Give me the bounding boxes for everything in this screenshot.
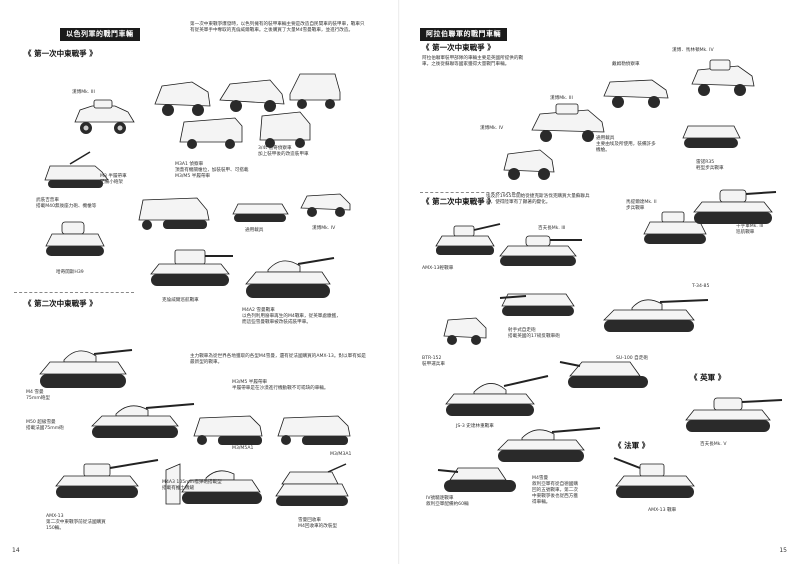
caption-daimler: 戴姆勒偵察車	[612, 62, 640, 67]
book-gutter	[398, 0, 401, 564]
caption-centurion-mk5: 百夫長Mk. V	[700, 442, 727, 447]
recovery-vehicle-illustration	[275, 463, 349, 506]
iv-tank-destroyer-illustration	[497, 427, 601, 462]
universal-carrier-right-illustration	[682, 125, 741, 148]
caption-amx13-right: AMX-13輕戰車	[422, 266, 454, 271]
m3-m5-halftracks-illustration	[193, 415, 351, 445]
caption-universal: 通用載具	[245, 228, 264, 233]
right-section-first-war: 《 第一次中東戰爭 》	[422, 43, 495, 52]
caption-humber: 漢博．馬林頓Mk. IV	[672, 48, 714, 53]
halftrack-illustration	[138, 197, 210, 230]
amx13-right-illustration	[435, 223, 501, 255]
left-page-title: 以色列軍的戰鬥車輛	[60, 28, 140, 41]
archer-sp-gun-illustration	[499, 293, 575, 316]
humber-armored-car-illustration	[691, 59, 755, 96]
caption-marmon-mk4: 漢博Mk. IV	[480, 126, 504, 131]
caption-lorry: 3/4t 道奇偵察車加上裝甲後的改造裝甲車	[258, 146, 309, 157]
m4a2-sherman-illustration	[245, 257, 335, 298]
armored-car-illustration	[74, 99, 135, 134]
armored-cars-group-illustration	[154, 73, 341, 149]
js3-illustration	[445, 375, 549, 416]
armored-car-mk4-illustration	[300, 193, 351, 217]
daimler-armored-car-illustration	[603, 79, 669, 108]
caption-m4a3-dozer: M4A3 105mm榴彈砲搭載型搭載有推土機鏟	[162, 480, 222, 491]
marmon-mk4-illustration	[503, 149, 555, 180]
universal-carrier-illustration	[232, 203, 289, 222]
right-page-title: 阿拉伯聯軍的戰鬥車輛	[420, 28, 507, 41]
amx13-fr-illustration	[613, 457, 695, 498]
centurion-mk3-illustration	[499, 235, 582, 266]
right-section-second-war: 《 第二次中東戰爭 》	[422, 197, 495, 206]
crusader-tank-illustration	[693, 189, 777, 224]
caption-t34: T-34-85	[692, 284, 710, 289]
caption-archer: 射手式自走砲搭載英國的17磅反戰車砲	[508, 328, 560, 339]
caption-js3: JS-3 史達林重戰車	[456, 424, 494, 429]
caption-centurion-mk3: 百夫長Mk. III	[538, 226, 566, 231]
right-page-intro: 阿拉伯聯軍裝甲部隊的車輛主要是英國所提供的戰車，之後從蘇聯等國家獲得大量戰鬥車輛…	[422, 56, 524, 68]
su100-illustration	[559, 361, 648, 388]
right-page-number: 15	[779, 547, 787, 554]
caption-universal-right: 通用載具主要由埃及所使用，裝備許多機槍。	[596, 136, 656, 153]
caption-m50: M50 超級雪曼搭載法國75mm砲	[26, 420, 64, 431]
btr152-illustration	[443, 317, 487, 345]
left-page-intro: 第一次中東戰爭爆發時，以色列擁有的裝甲車輛主要是改造自民間車的裝甲車，戰車只有從…	[190, 22, 365, 34]
left-page: 以色列軍的戰鬥車輛 第一次中東戰爭爆發時，以色列擁有的裝甲車輛主要是改造自民間車…	[0, 0, 399, 564]
caption-m3-m5-label: M3/M5A1	[232, 446, 254, 451]
ivb-illustration	[437, 467, 516, 492]
right-section-fr: 《 法軍 》	[614, 441, 650, 450]
section-divider	[14, 292, 134, 293]
centurion-mk5-illustration	[685, 397, 783, 432]
hotchkiss-tank-illustration	[45, 221, 105, 256]
caption-ivb: IV號驅逐戰車敘利亞軍配備約60輛	[426, 496, 469, 507]
left-section-second-war: 《 第二次中東戰爭 》	[24, 299, 97, 308]
caption-staghound: 漢博Mk. III	[72, 90, 95, 95]
matilda-tank-illustration	[643, 211, 707, 244]
caption-hotchkiss: 哈奇開斯H39	[56, 270, 84, 275]
caption-m4a2: M4A2 雪曼戰車以色列利用廢車再生的M4戰車，從英軍處繳獲，而這些雪曼戰車被改…	[242, 308, 341, 325]
halftrack-m3-illustration	[44, 151, 109, 188]
right-section2-text: 埃及於1955年開始從捷克斯洛伐克購買大量蘇聯兵器，使得陸軍有了顯著的變化。	[486, 194, 590, 206]
m4-sherman-illustration	[39, 349, 133, 388]
caption-armored-car-mk4: 漢博Mk. IV	[312, 226, 336, 231]
right-page: 阿拉伯聯軍的戰鬥車輛 《 第一次中東戰爭 》 阿拉伯聯軍裝甲部隊的車輛主要是英國…	[400, 0, 799, 564]
amx13-illustration	[55, 459, 159, 498]
cromwell-tank-illustration	[150, 249, 233, 286]
right-section-divider	[420, 192, 520, 193]
right-section-uk: 《 英軍 》	[690, 373, 726, 382]
m4a3-dozer-illustration	[165, 463, 262, 505]
caption-jeep: 武裝吉普車搭載M40無後座力砲、機槍等	[36, 198, 97, 209]
left-section2-text: 主力戰車為從世界各地獲取的各型M4雪曼，還有從法國購買的AMX-13。對以軍有如…	[190, 354, 367, 366]
caption-m3-scout: M3 半履帶車配備小砲架	[100, 174, 127, 185]
left-section-first-war: 《 第一次中東戰爭 》	[24, 49, 97, 58]
caption-marmon-mk3: 漢博Mk. III	[550, 96, 573, 101]
caption-m3-m3a1: M3/M3A1	[330, 452, 352, 457]
left-page-number: 14	[12, 547, 20, 554]
caption-cromwell: 克倫威爾巡航戰車	[162, 298, 199, 303]
caption-m3-m5: M3/M5 半履帶車半履帶車是在沙漠進行機動戰不可或缺的車輛。	[232, 380, 329, 391]
m50-super-sherman-illustration	[91, 403, 195, 438]
caption-sherman-fr: M4雪曼敘利亞軍有從自德國購回的五號戰車，第二次中東戰爭後也從西方獲得車輛。	[532, 476, 578, 505]
caption-su100: SU-100 自走砲	[616, 356, 648, 361]
marmon-mk3-illustration	[531, 103, 605, 142]
t34-85-illustration	[603, 299, 709, 332]
caption-amx13-fr: AMX-13 戰車	[648, 508, 677, 513]
